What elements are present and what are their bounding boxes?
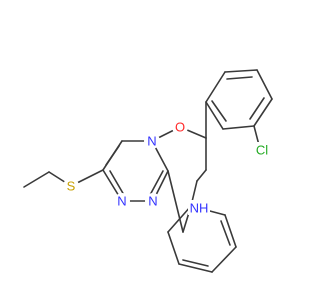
- bond: [167, 231, 180, 265]
- atom-o5-label: O: [175, 120, 185, 135]
- atom-s-label: S: [67, 179, 76, 194]
- atom-label-layer: N O S N N Cl NH: [63, 119, 270, 216]
- atom-n4: N: [144, 133, 160, 149]
- bond: [149, 170, 164, 196]
- atom-o5: O: [172, 119, 188, 135]
- bond: [249, 97, 265, 120]
- bond: [226, 76, 253, 80]
- bond: [222, 125, 255, 130]
- bond: [109, 170, 125, 196]
- atom-cl: Cl: [252, 142, 270, 158]
- bond: [196, 169, 207, 182]
- molecule-structure: N O S N N Cl NH: [23, 69, 273, 273]
- bond: [23, 171, 50, 188]
- atom-n4-label: N: [147, 134, 156, 149]
- bond: [105, 145, 120, 166]
- bond-layer: [23, 69, 273, 273]
- atom-cl-label: Cl: [256, 143, 268, 158]
- bond: [211, 100, 227, 122]
- atom-n2-label: N: [117, 194, 126, 209]
- bond: [220, 220, 231, 246]
- bond: [167, 205, 192, 233]
- bond: [211, 246, 237, 273]
- bond: [205, 71, 226, 103]
- atom-nh7-label: NH: [190, 201, 209, 216]
- bond: [224, 69, 258, 73]
- bond: [205, 101, 224, 130]
- bond: [253, 98, 273, 127]
- atom-s: S: [63, 178, 79, 194]
- atom-n1: N: [145, 193, 161, 209]
- atom-nh7: NH: [188, 200, 210, 216]
- bond: [182, 259, 209, 267]
- bond: [178, 263, 213, 273]
- bond: [167, 170, 184, 233]
- atom-n1-label: N: [148, 194, 157, 209]
- atom-n2: N: [114, 193, 130, 209]
- bond: [256, 69, 273, 100]
- bond: [224, 214, 237, 248]
